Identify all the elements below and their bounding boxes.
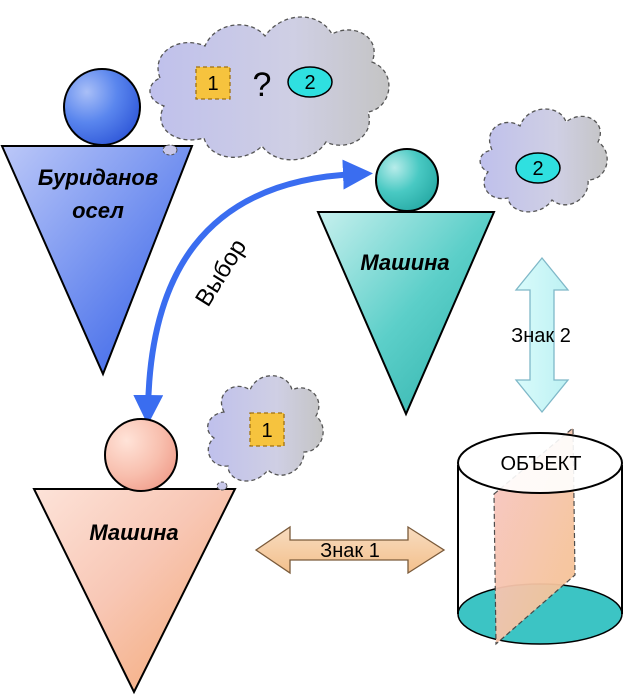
cloud-tail-1 (162, 144, 178, 156)
option-2-label: 2 (304, 72, 315, 94)
option-2-label: 2 (532, 158, 543, 180)
sign-2-label: Знак 2 (511, 325, 571, 347)
option-1-box (195, 66, 231, 100)
object-label: ОБЪЕКТ (500, 453, 581, 475)
machine-bottom-figure: Машина (32, 418, 237, 695)
question-mark: ? (253, 66, 272, 104)
donkey-head (63, 68, 141, 146)
object-cylinder: ОБЪЕКТ (457, 426, 623, 646)
machine-bottom-label: Машина (89, 520, 178, 545)
option-2-oval (515, 152, 561, 184)
thought-cloud-main: 1 ? 2 (149, 16, 390, 161)
machine-top-body (316, 211, 496, 417)
choice-arrow: Выбор (133, 159, 373, 425)
choice-arrow-curve (133, 159, 373, 425)
machine-bottom-head (104, 418, 178, 492)
donkey-label-line1: Буриданов (38, 165, 158, 190)
sign-1-arrow: Знак 1 (254, 525, 446, 575)
option-1-label: 1 (207, 73, 218, 95)
machine-top-figure: Машина (316, 148, 496, 417)
sign-2-arrow: Знак 2 (511, 256, 571, 414)
sign-1-label: Знак 1 (320, 540, 380, 562)
cloud-tail-1 (216, 481, 228, 491)
cylinder-top (457, 432, 623, 494)
thought-cloud-bottom: 1 (207, 375, 324, 491)
thought-cloud-top: 2 (479, 108, 608, 213)
sign-1-shape (254, 525, 446, 575)
sign-2-shape (514, 256, 570, 414)
machine-top-label: Машина (360, 250, 449, 275)
option-1-box (249, 412, 285, 447)
option-2-oval (287, 66, 333, 98)
choice-label: Выбор (190, 234, 252, 311)
machine-top-head (375, 148, 439, 212)
cloud-shape (149, 16, 390, 161)
option-1-label: 1 (261, 420, 272, 442)
donkey-label-line2: осел (72, 198, 124, 223)
